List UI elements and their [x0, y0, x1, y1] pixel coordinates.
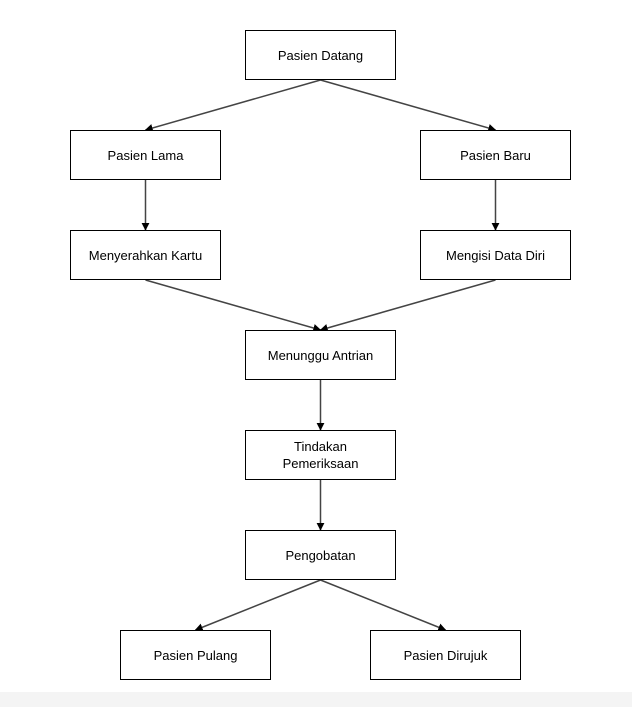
node-pasien-lama: Pasien Lama: [70, 130, 221, 180]
node-label: Menunggu Antrian: [267, 347, 374, 363]
node-label: Pasien Dirujuk: [403, 647, 488, 663]
node-label: Pengobatan: [285, 547, 356, 563]
node-label: Pasien Datang: [277, 47, 364, 63]
node-mengisi-data-diri: Mengisi Data Diri: [420, 230, 571, 280]
edge-pengobatan-to-pasien-pulang: [194, 579, 321, 632]
node-pasien-datang: Pasien Datang: [245, 30, 396, 80]
edge-menyerahkan-kartu-to-menunggu-antrian: [145, 279, 322, 332]
node-label: Mengisi Data Diri: [446, 247, 545, 263]
edge-pasien-datang-to-pasien-baru: [320, 79, 497, 132]
node-tindakan-pemeriksaan: Tindakan Pemeriksaan: [245, 430, 396, 480]
edge-pasien-datang-to-pasien-lama: [144, 79, 321, 132]
node-pengobatan: Pengobatan: [245, 530, 396, 580]
edge-pengobatan-to-pasien-dirujuk: [320, 579, 447, 632]
node-label: Pasien Baru: [460, 147, 531, 163]
node-label: Pasien Pulang: [153, 647, 238, 663]
node-label: Pasien Lama: [107, 147, 184, 163]
node-label: Menyerahkan Kartu: [88, 247, 203, 263]
edge-mengisi-data-diri-to-menunggu-antrian: [319, 279, 496, 332]
node-pasien-pulang: Pasien Pulang: [120, 630, 271, 680]
node-pasien-baru: Pasien Baru: [420, 130, 571, 180]
node-pasien-dirujuk: Pasien Dirujuk: [370, 630, 521, 680]
node-label: Tindakan Pemeriksaan: [282, 439, 359, 471]
node-menyerahkan-kartu: Menyerahkan Kartu: [70, 230, 221, 280]
footer-strip: [0, 692, 632, 707]
node-menunggu-antrian: Menunggu Antrian: [245, 330, 396, 380]
